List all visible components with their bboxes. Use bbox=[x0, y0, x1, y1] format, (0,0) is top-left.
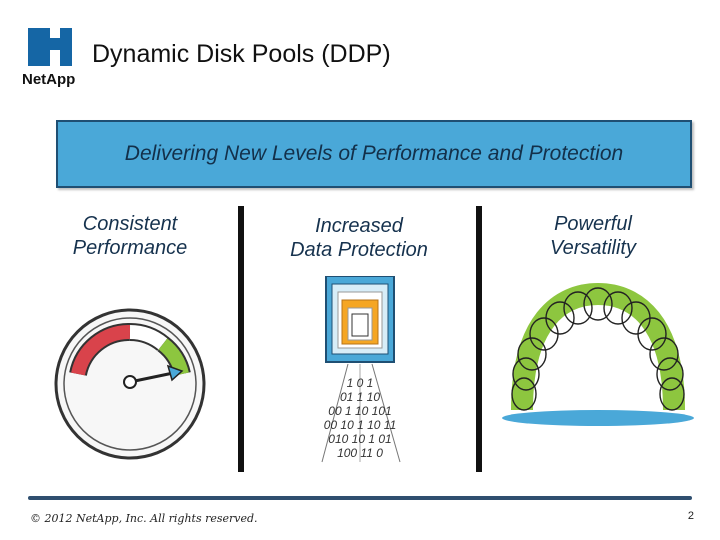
column-heading-protection: Increased Data Protection bbox=[290, 215, 428, 261]
tagline-banner: Delivering New Levels of Performance and… bbox=[56, 120, 692, 188]
binary-data-stream: 1 0 1 01 1 10 00 1 10 101 00 10 1 10 11 … bbox=[323, 376, 397, 460]
column-divider bbox=[476, 206, 482, 472]
banner-text: Delivering New Levels of Performance and… bbox=[124, 142, 624, 165]
svg-text:NetApp: NetApp bbox=[22, 71, 75, 88]
column-heading-versatility: Powerful Versatility bbox=[550, 213, 636, 259]
netapp-logo: NetApp bbox=[22, 28, 78, 90]
column-heading-performance: Consistent Performance bbox=[72, 213, 188, 259]
column-divider bbox=[238, 206, 244, 472]
copyright-text: © 2012 NetApp, Inc. All rights reserved. bbox=[30, 512, 258, 525]
page-number: 2 bbox=[687, 510, 694, 522]
slide-title: Dynamic Disk Pools (DDP) bbox=[92, 40, 391, 68]
spring-icon bbox=[500, 282, 696, 428]
footer-rule bbox=[28, 496, 692, 500]
data-shield-icon: 1 0 1 01 1 10 00 1 10 101 00 10 1 10 11 … bbox=[308, 275, 412, 466]
speedometer-icon bbox=[50, 296, 210, 466]
